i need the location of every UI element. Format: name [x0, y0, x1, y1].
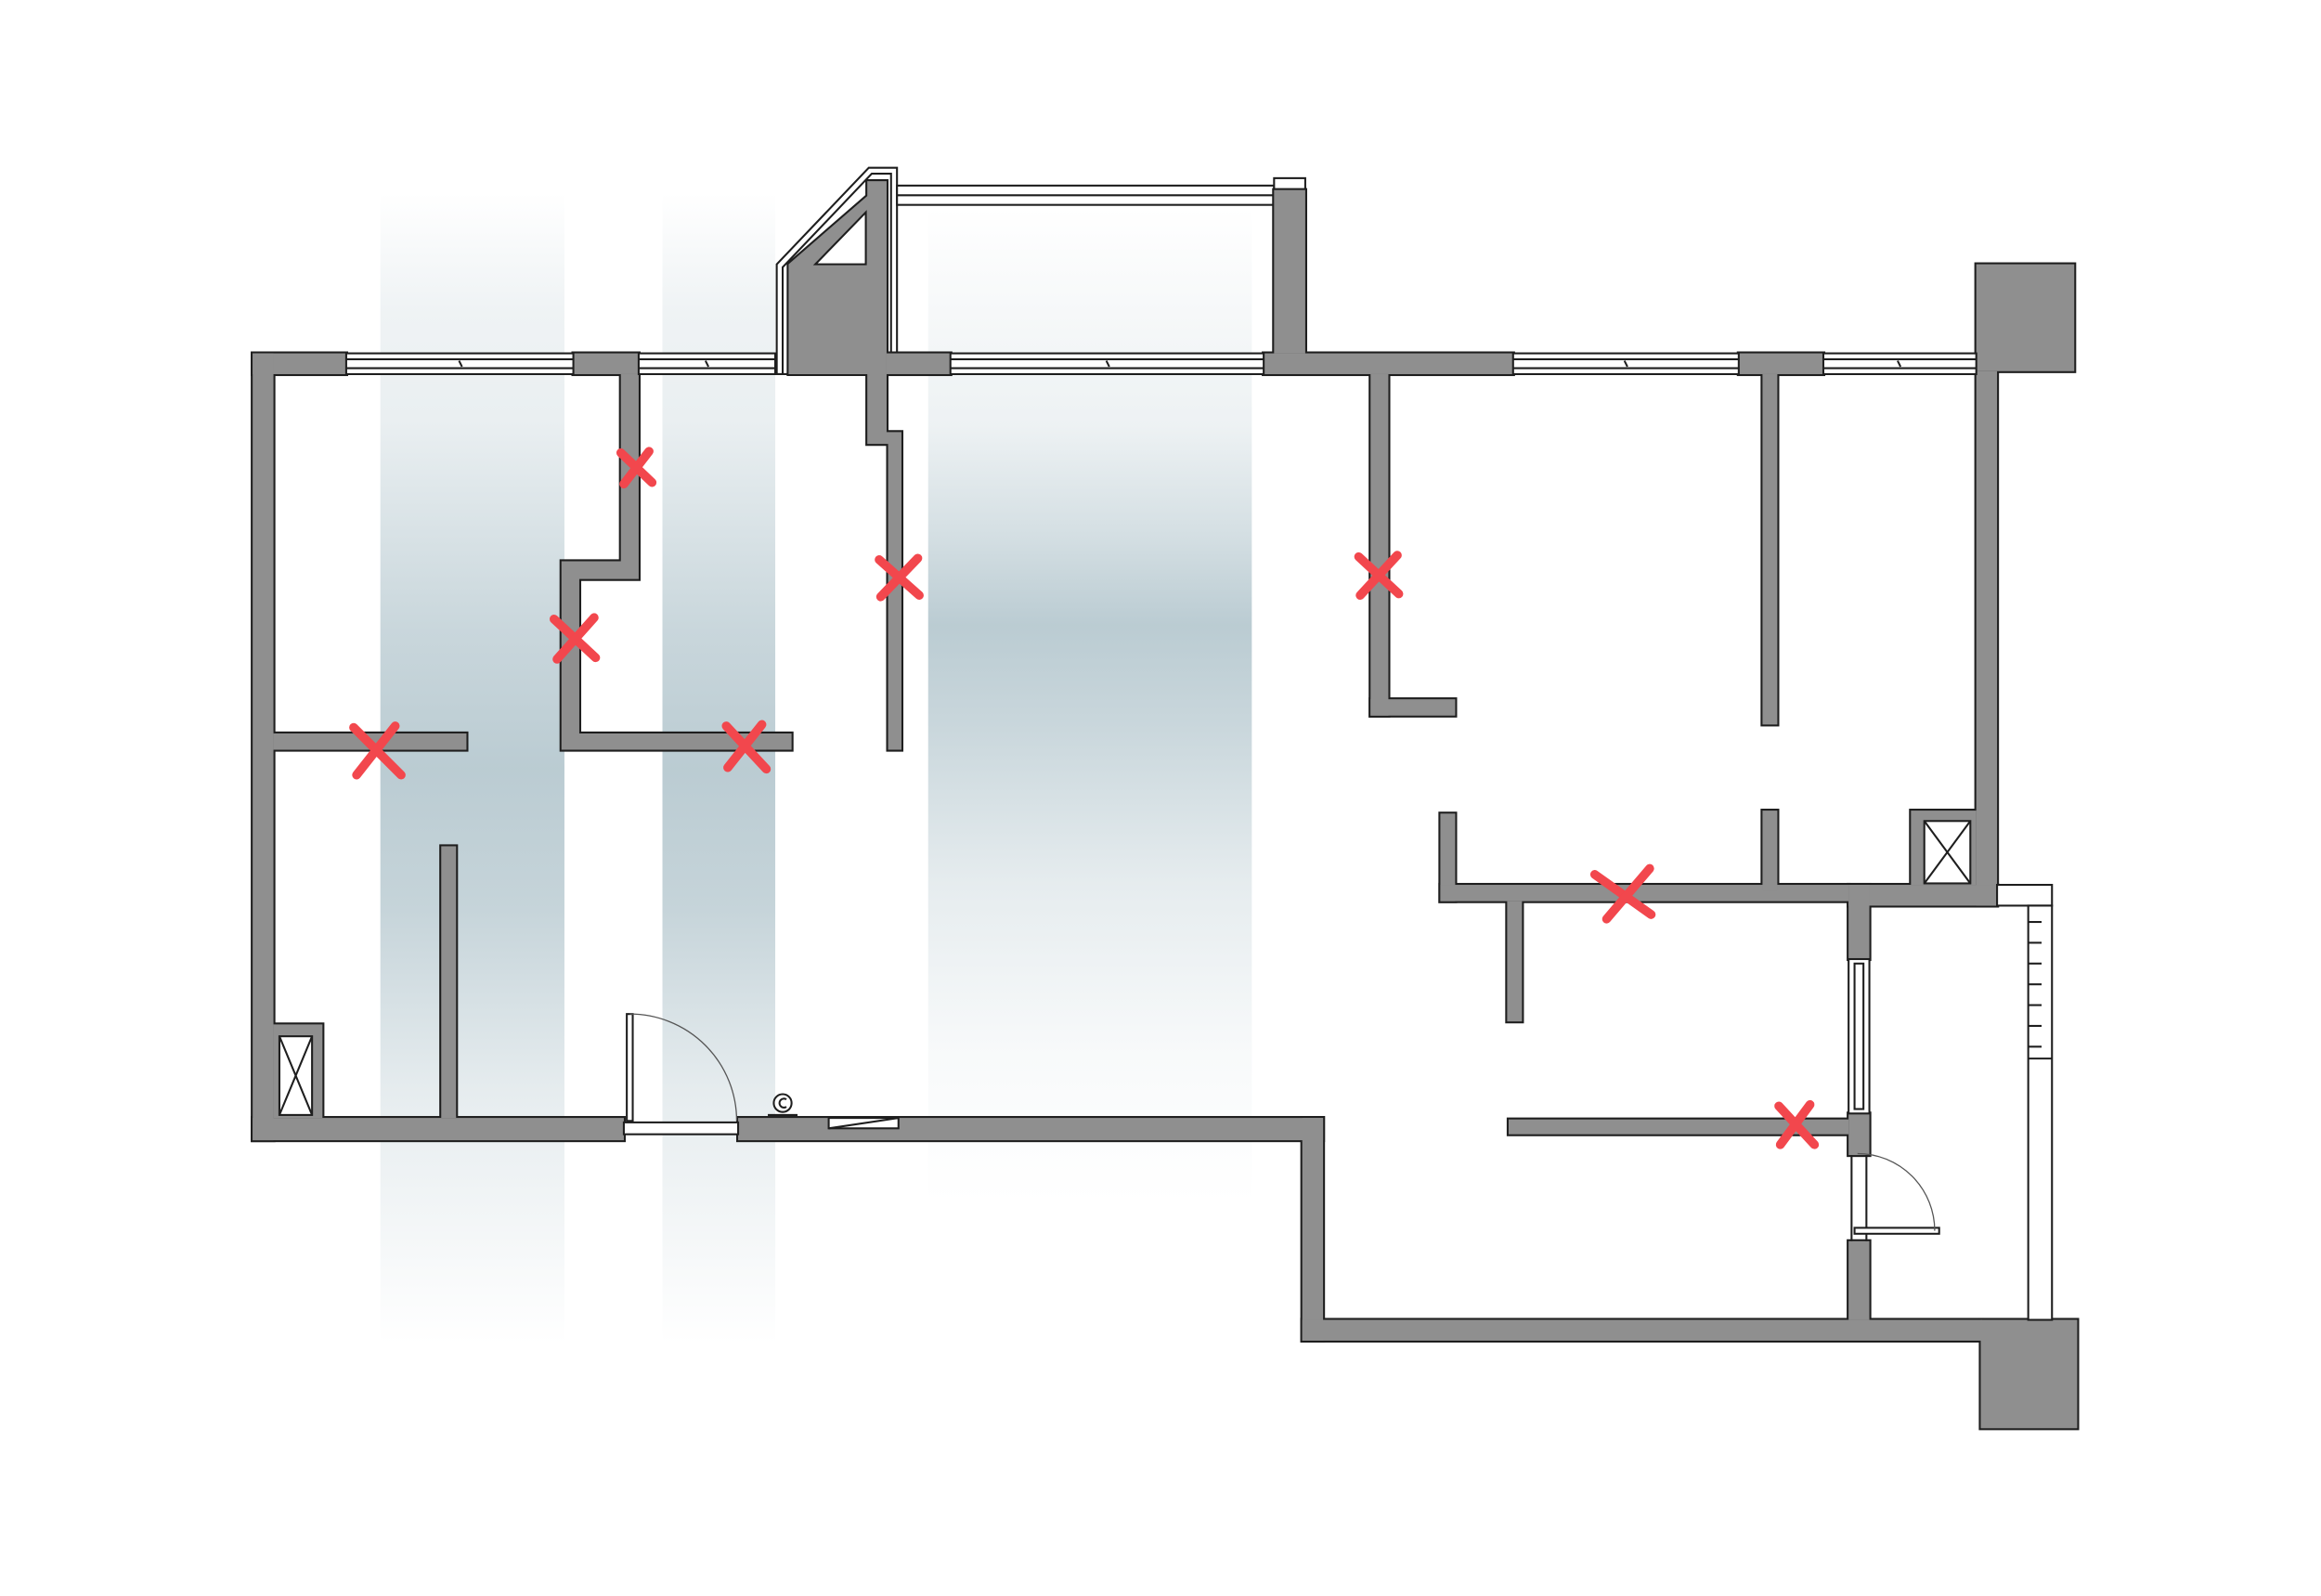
window-mullion: [1105, 360, 1110, 368]
door-swing-icon: [1850, 1152, 1940, 1241]
cabinet-diagonal: [828, 1117, 899, 1130]
x-mark-icon: [1354, 551, 1404, 601]
bay-window-glass-line: [781, 173, 892, 374]
x-stroke: [875, 553, 923, 602]
window-mullion: [1897, 360, 1902, 368]
cabinet-icon: [827, 1117, 900, 1130]
meter-ring: [772, 1093, 793, 1113]
x-stroke: [552, 613, 599, 664]
shaft-x-icon: [1923, 820, 1972, 885]
window-icon: [949, 352, 1265, 376]
windows: [344, 352, 1977, 376]
sliding-window: [1848, 957, 1871, 1115]
x-stroke: [1775, 1099, 1815, 1149]
demolition-marks: [349, 447, 1820, 1149]
x-mark-icon: [1774, 1099, 1820, 1149]
bay-void: [812, 210, 867, 266]
x-mark-icon: [721, 720, 772, 774]
light-band: [662, 192, 776, 1344]
sliding-frame: [1848, 957, 1871, 1115]
x-stroke: [619, 447, 654, 489]
door-leaf: [1853, 1226, 1940, 1235]
window-icon: [637, 352, 777, 376]
x-stroke: [1355, 551, 1402, 601]
window-mullion: [704, 360, 710, 368]
window-mullion: [458, 360, 463, 368]
light-band: [380, 192, 564, 1344]
x-mark-icon: [549, 613, 601, 664]
door-leaf: [626, 1013, 634, 1122]
balcony-cap: [1996, 884, 2054, 907]
door-swing-arc: [629, 1013, 738, 1122]
window-icon: [1511, 352, 1740, 376]
shaft-cross: [1923, 820, 1972, 885]
x-stroke: [352, 721, 400, 780]
window-icon: [1822, 352, 1977, 376]
meter-icon: [768, 1093, 798, 1116]
x-stroke: [1601, 863, 1654, 924]
x-stroke: [723, 720, 767, 772]
window-icon: [344, 352, 575, 376]
shaft-cross: [278, 1035, 314, 1116]
balcony-ledge: [2027, 904, 2054, 1321]
x-mark-icon: [616, 447, 657, 489]
door-threshold: [622, 1121, 740, 1135]
sliding-panel: [1853, 962, 1865, 1110]
door-swing-arc: [1857, 1152, 1936, 1231]
x-mark-icon: [349, 721, 406, 780]
x-mark-icon: [875, 553, 924, 602]
door-swing-icon: [622, 1013, 740, 1135]
meter-c-mark: [778, 1097, 787, 1109]
shaft-x-icon: [278, 1035, 314, 1116]
x-mark-icon: [1589, 863, 1656, 924]
service-balcony: [1996, 884, 2054, 1321]
window-mullion: [1623, 360, 1628, 368]
